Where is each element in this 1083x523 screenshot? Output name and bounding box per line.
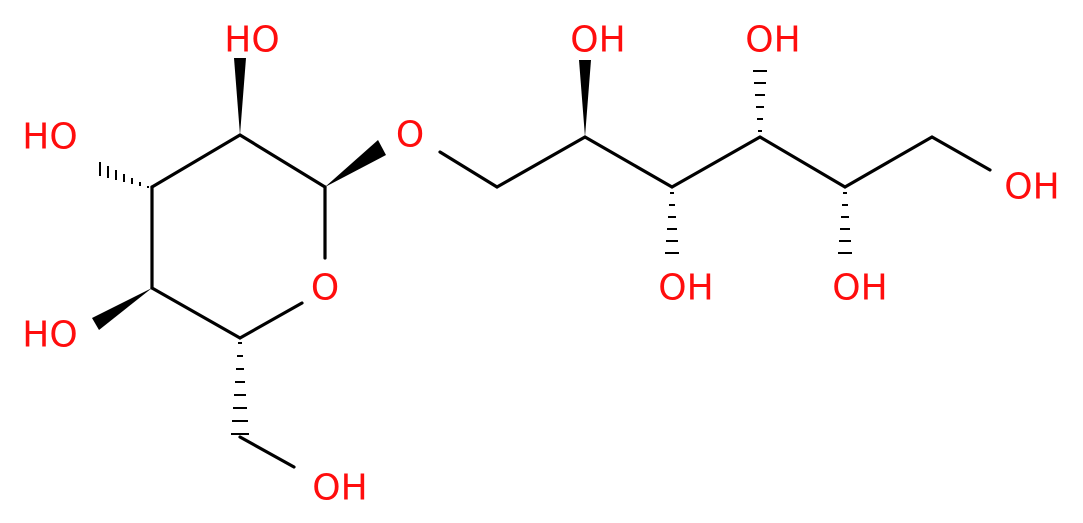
- bond-ring-c1-c2: [238, 133, 327, 189]
- wedge-ring-c2-oh: [234, 58, 246, 135]
- wedge-ring-c4-oh: [92, 288, 152, 330]
- ring-bonds: [150, 133, 327, 340]
- hash-ring-c3-oh: [99, 162, 149, 188]
- label-ring-c6-oh: OH: [312, 468, 367, 509]
- label-glycosidic-oxygen: O: [396, 115, 424, 156]
- bond-o-chain-c1: [438, 150, 499, 189]
- label-ring-c2-oh: HO: [224, 20, 279, 61]
- wedge-chain-c2-oh: [579, 60, 591, 137]
- ring-stereo-bonds: [92, 58, 386, 469]
- bond-ring-c4-c5: [150, 286, 242, 340]
- label-ring-oxygen: O: [311, 268, 339, 309]
- label-ring-c4-oh: HO: [22, 315, 77, 356]
- bond-chain-c5-c6: [843, 135, 934, 189]
- label-chain-c4-oh: OH: [745, 20, 800, 61]
- label-chain-c6-oh: OH: [1004, 167, 1059, 208]
- bond-chain-c3-c4: [670, 135, 762, 189]
- chain-stereo-bonds: [579, 60, 852, 254]
- label-chain-c2-oh: OH: [570, 20, 625, 61]
- hash-chain-c5-oh: [838, 192, 852, 254]
- wedge-ring-c1-o: [325, 140, 386, 187]
- bond-chain-c4-c5: [758, 135, 847, 189]
- chain-bonds: [438, 135, 992, 189]
- bond-ring-c5-o: [238, 301, 304, 340]
- hash-chain-c4-oh: [753, 70, 767, 132]
- label-chain-c5-oh: OH: [832, 268, 887, 309]
- bond-ring-c6-oh: [238, 435, 296, 469]
- bond-chain-c6-oh: [930, 135, 992, 172]
- bond-chain-c1-c2: [495, 135, 587, 189]
- atom-labels: HO HO HO O OH O OH OH OH OH OH: [22, 20, 1059, 509]
- label-ring-c3-oh: HO: [22, 117, 77, 158]
- bond-ring-c2-c3: [150, 133, 242, 189]
- hash-ring-c5-ch2: [231, 342, 249, 435]
- bond-chain-c2-c3: [583, 135, 674, 189]
- label-chain-c3-oh: OH: [658, 268, 713, 309]
- hash-chain-c3-oh: [665, 192, 679, 254]
